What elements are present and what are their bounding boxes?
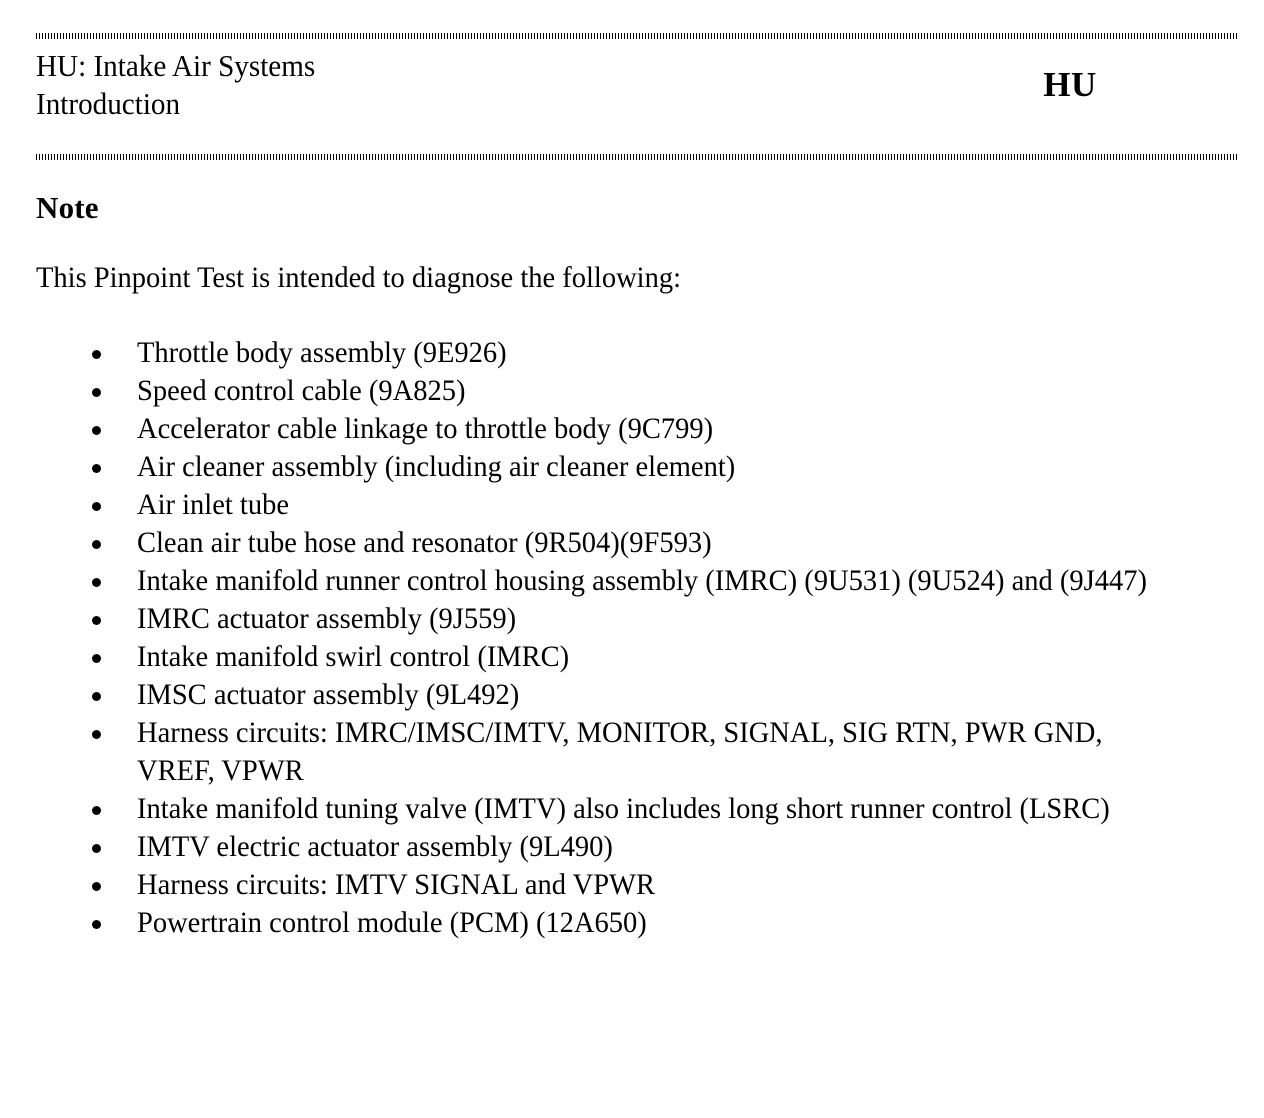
list-item: Intake manifold swirl control (IMRC) [36, 638, 1236, 676]
bullet-dot-icon [92, 920, 101, 929]
list-item-label: Harness circuits: IMRC/IMSC/IMTV, MONITO… [137, 716, 1103, 787]
list-item: Powertrain control module (PCM) (12A650) [36, 904, 1236, 942]
list-item-label: Harness circuits: IMTV SIGNAL and VPWR [137, 868, 655, 901]
list-item-label: Clean air tube hose and resonator (9R504… [137, 526, 712, 559]
diagnose-bullet-list: Throttle body assembly (9E926) Speed cont… [36, 334, 1236, 942]
bullet-dot-icon [92, 692, 101, 701]
note-heading: Note [36, 190, 99, 225]
bullet-dot-icon [92, 464, 101, 473]
bullet-dot-icon [92, 654, 101, 663]
page-title: HU: Intake Air Systems [36, 48, 316, 83]
section-code-badge: HU [1043, 65, 1097, 104]
list-item-label: Speed control cable (9A825) [137, 374, 466, 407]
header-title-block: HU: Intake Air Systems Introduction [36, 47, 315, 123]
list-item-label: Throttle body assembly (9E926) [137, 336, 507, 369]
list-item: Intake manifold tuning valve (IMTV) also… [36, 790, 1236, 828]
bullet-dot-icon [92, 540, 101, 549]
page-subtitle: Introduction [36, 86, 181, 121]
list-item: Harness circuits: IMTV SIGNAL and VPWR [36, 866, 1236, 904]
list-item-label: Intake manifold runner control housing a… [137, 564, 1147, 597]
list-item-label: Intake manifold tuning valve (IMTV) also… [137, 792, 1110, 825]
header-rule-top [36, 33, 1238, 39]
list-item: Throttle body assembly (9E926) [36, 334, 1236, 372]
list-item: IMTV electric actuator assembly (9L490) [36, 828, 1236, 866]
bullet-dot-icon [92, 426, 101, 435]
list-item: Clean air tube hose and resonator (9R504… [36, 524, 1236, 562]
list-item-label: IMTV electric actuator assembly (9L490) [137, 830, 613, 863]
bullet-dot-icon [92, 350, 101, 359]
list-item: Harness circuits: IMRC/IMSC/IMTV, MONITO… [36, 714, 1236, 790]
bullet-dot-icon [92, 882, 101, 891]
bullet-dot-icon [92, 388, 101, 397]
list-item-label: Air inlet tube [137, 488, 289, 521]
list-item: Air inlet tube [36, 486, 1236, 524]
list-item-label: IMSC actuator assembly (9L492) [137, 678, 520, 711]
bullet-dot-icon [92, 844, 101, 853]
list-item: IMRC actuator assembly (9J559) [36, 600, 1236, 638]
intro-paragraph: This Pinpoint Test is intended to diagno… [36, 261, 682, 294]
bullet-dot-icon [92, 502, 101, 511]
bullet-dot-icon [92, 730, 101, 739]
list-item-label: Air cleaner assembly (including air clea… [137, 450, 736, 483]
list-item: Accelerator cable linkage to throttle bo… [36, 410, 1236, 448]
list-item: Intake manifold runner control housing a… [36, 562, 1236, 600]
bullet-dot-icon [92, 578, 101, 587]
header-rule-bottom [36, 154, 1238, 160]
list-item-label: Accelerator cable linkage to throttle bo… [137, 412, 714, 445]
list-item: IMSC actuator assembly (9L492) [36, 676, 1236, 714]
bullet-dot-icon [92, 616, 101, 625]
list-item: Air cleaner assembly (including air clea… [36, 448, 1236, 486]
list-item-label: IMRC actuator assembly (9J559) [137, 602, 517, 635]
page-content: Note This Pinpoint Test is intended to d… [36, 190, 1236, 942]
list-item: Speed control cable (9A825) [36, 372, 1236, 410]
page-header: HU: Intake Air Systems Introduction HU [36, 47, 1238, 143]
list-item-label: Intake manifold swirl control (IMRC) [137, 640, 570, 673]
bullet-dot-icon [92, 806, 101, 815]
list-item-label: Powertrain control module (PCM) (12A650) [137, 906, 647, 939]
